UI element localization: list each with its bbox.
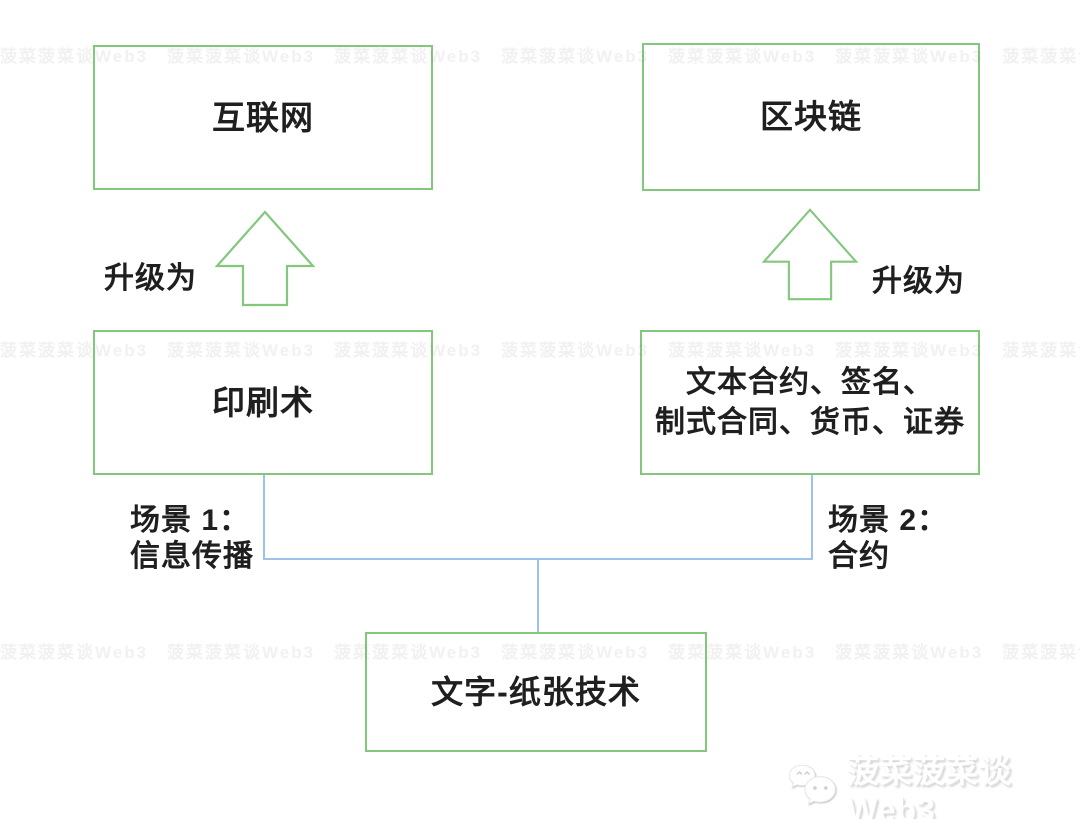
scene1-line2: 信息传播 <box>130 540 254 573</box>
scene2-line2: 合约 <box>828 540 890 573</box>
box-internet: 互联网 <box>93 45 433 190</box>
scene2-line1: 场景 2： <box>828 504 949 537</box>
connector-line-right-vertical <box>811 475 813 560</box>
box-contracts-line2: 制式合同、货币、证券 <box>655 405 965 439</box>
box-internet-label: 互联网 <box>212 98 314 136</box>
upgrade-label-right: 升级为 <box>872 265 965 298</box>
scene1-line1: 场景 1： <box>130 504 251 537</box>
box-blockchain: 区块链 <box>642 43 980 191</box>
connector-line-left-vertical <box>263 475 265 560</box>
box-paper-label: 文字-纸张技术 <box>431 674 641 710</box>
box-paper: 文字-纸张技术 <box>365 632 707 752</box>
up-arrow-icon <box>215 210 315 307</box>
box-printing-label: 印刷术 <box>212 383 314 421</box>
box-contracts: 文本合约、签名、 制式合同、货币、证券 <box>640 330 980 475</box>
wechat-bubbles-icon <box>788 764 836 805</box>
scene2-label: 场景 2： 合约 <box>828 503 948 575</box>
box-blockchain-label: 区块链 <box>760 98 862 135</box>
watermark-text: 菠菜菠菜谈Web3 <box>846 753 1012 819</box>
box-contracts-line1: 文本合约、签名、 <box>686 365 934 399</box>
watermark: 菠菜菠菜谈Web3 <box>786 746 1080 819</box>
scene1-label: 场景 1： 信息传播 <box>130 503 254 575</box>
up-arrow-icon <box>762 208 858 301</box>
box-printing: 印刷术 <box>93 330 433 475</box>
connector-line-stem <box>537 558 539 634</box>
upgrade-label-left: 升级为 <box>104 262 197 295</box>
